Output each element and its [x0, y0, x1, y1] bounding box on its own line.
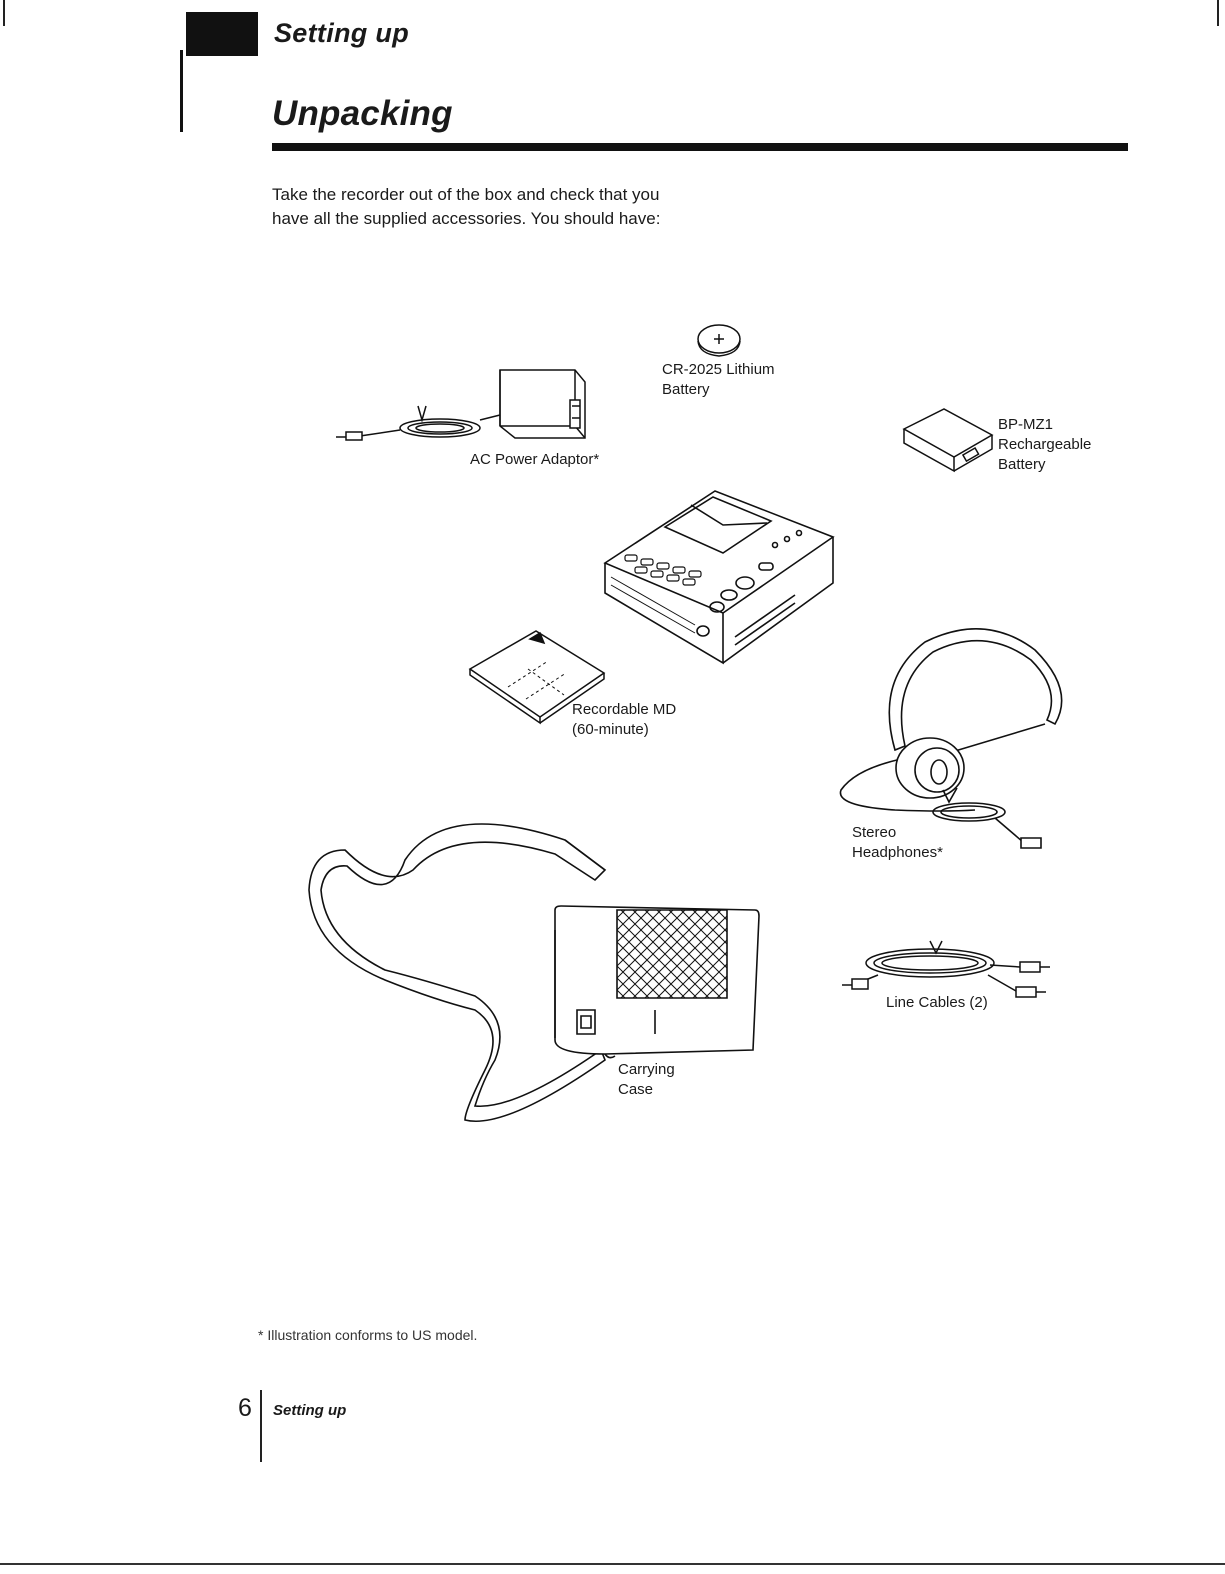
label-line: Carrying — [618, 1061, 675, 1078]
footer-rule — [260, 1390, 262, 1462]
rechargeable-battery-label: BP-MZ1 Rechargeable Battery — [998, 415, 1091, 475]
footer-section-title: Setting up — [273, 1402, 347, 1419]
label-line: Battery — [662, 381, 710, 398]
recordable-md-illustration — [468, 625, 608, 723]
label-line: Battery — [998, 456, 1046, 473]
intro-line: Take the recorder out of the box and che… — [272, 185, 660, 204]
label-line: Stereo — [852, 824, 897, 841]
label-line: Case — [618, 1081, 654, 1098]
headphones-label: Stereo Headphones* — [852, 823, 943, 863]
corner-tick-left — [3, 0, 5, 26]
corner-tick-right — [1217, 0, 1219, 26]
carrying-case-label: Carrying Case — [618, 1060, 675, 1100]
page-bottom-edge — [0, 1563, 1225, 1565]
label-line: Recordable MD — [572, 701, 677, 718]
label-line: BP-MZ1 — [998, 416, 1054, 433]
section-title: Setting up — [274, 18, 409, 48]
intro-line: have all the supplied accessories. You s… — [272, 209, 661, 228]
lithium-battery-label: CR-2025 Lithium Battery — [662, 360, 775, 400]
ac-adaptor-label: AC Power Adaptor* — [470, 451, 600, 468]
rechargeable-battery-illustration — [900, 405, 995, 480]
margin-rule — [180, 50, 183, 132]
line-cables-illustration — [840, 935, 1060, 1010]
page-title: Unpacking — [272, 94, 453, 133]
section-marker-block — [186, 12, 258, 56]
headphones-illustration — [835, 620, 1055, 860]
label-line: Rechargeable — [998, 436, 1092, 453]
lithium-battery-illustration — [695, 322, 745, 360]
label-line: (60-minute) — [572, 721, 649, 738]
recordable-md-label: Recordable MD (60-minute) — [572, 700, 676, 740]
page-number: 6 — [238, 1394, 252, 1422]
md-recorder-illustration — [595, 485, 840, 670]
line-cables-label: Line Cables (2) — [886, 994, 988, 1011]
ac-adaptor-illustration — [330, 360, 600, 450]
label-line: Headphones* — [852, 844, 943, 861]
footnote: * Illustration conforms to US model. — [258, 1327, 478, 1343]
intro-paragraph: Take the recorder out of the box and che… — [272, 183, 732, 231]
carrying-case-illustration — [305, 810, 765, 1130]
label-line: CR-2025 Lithium — [662, 361, 775, 378]
title-rule — [272, 143, 1128, 151]
